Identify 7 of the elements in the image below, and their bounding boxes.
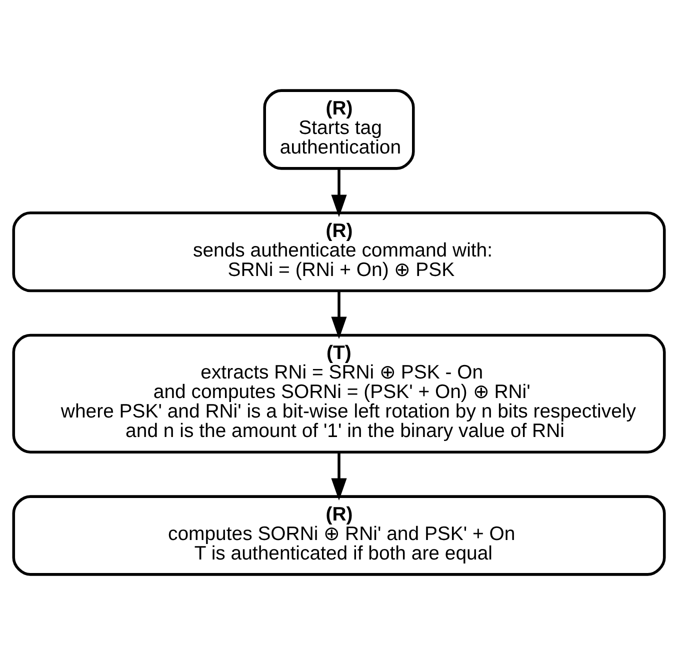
node-box: (R) computes SORNi ⊕ RNi' and PSK' + On T is authenticated if both are equal (12, 494, 666, 576)
arrow (331, 452, 347, 500)
arrow (331, 290, 347, 338)
node-box: (T) extracts RNi = SRNi ⊕ PSK - On and computes SORNi = (PSK' + On) ⊕ RNi' where PSK' and RNi' is a bit-wise left rotation by n bits respectively and n is the amount of '1' in the binary value of RNi (12, 333, 666, 453)
node-box: (R) Starts tag authentication (263, 88, 415, 170)
node-box: (R) sends authenticate command with: SRNi = (RNi + On) ⊕ PSK (12, 211, 666, 292)
arrow (331, 168, 347, 217)
